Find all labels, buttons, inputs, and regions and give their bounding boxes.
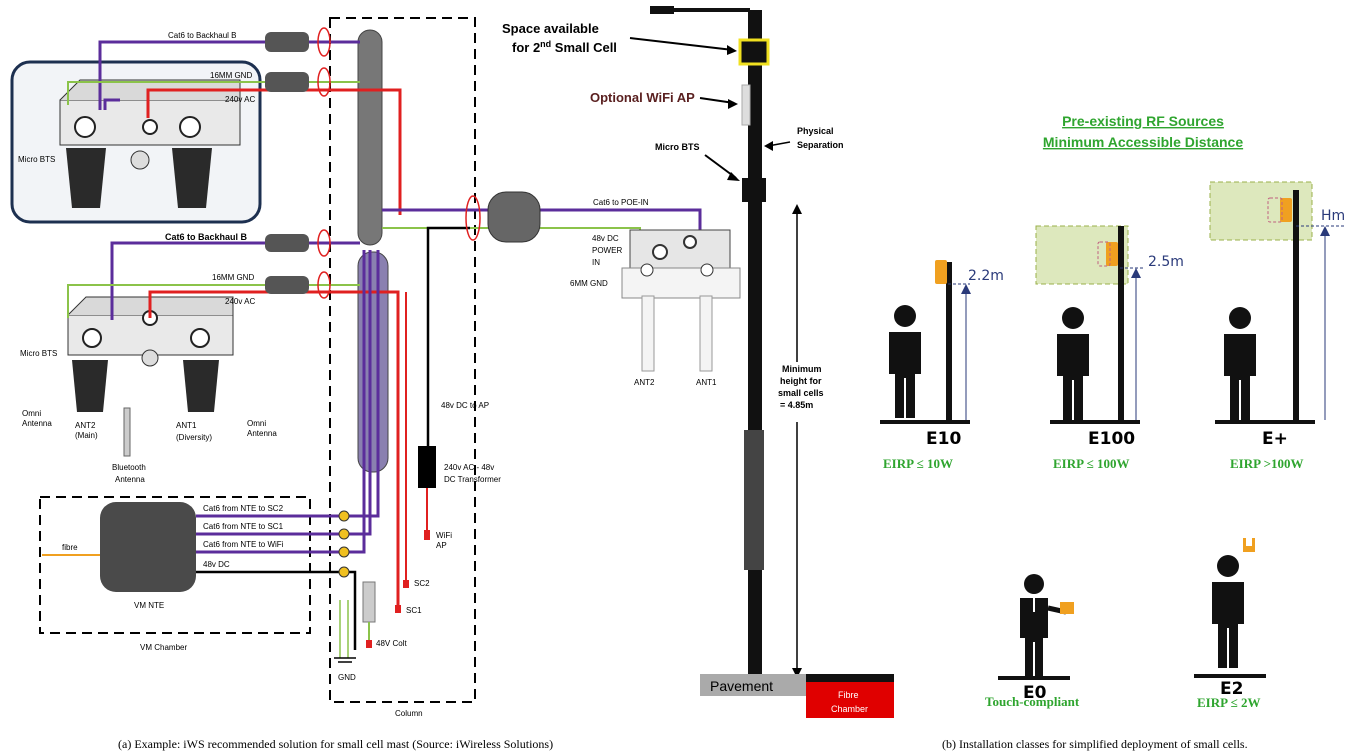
mast-bts-box [742,178,766,202]
physical-1: Physical [797,126,834,136]
cable-gnd-bottom [67,284,360,318]
vm-chamber-label: VM Chamber [140,643,187,652]
gland-2 [265,72,309,92]
transformer-label-1: 240v AC - 48v [444,463,494,472]
class-e0 [998,574,1074,680]
cable-gnd-top [67,81,360,105]
cable-label-1: Cat6 to Backhaul B [168,31,236,40]
ant2-main-label-1: ANT2 [75,421,96,430]
e10-name: E10 [926,429,961,449]
space-available-2: for 2nd Small Cell [512,39,617,55]
vm-nte-box [100,502,196,592]
dc-power-1: 48v DC [592,234,619,243]
pavement-label: Pavement [710,678,773,694]
cable-label-3: 240v AC [225,95,255,104]
e10-height: 2.2m [968,268,1004,284]
e100-name: E100 [1088,429,1135,449]
vm-nte-label: VM NTE [134,601,164,610]
caption-right: (b) Installation classes for simplified … [942,737,1248,751]
fibre-label: fibre [62,543,78,552]
min-height-2: height for [780,376,822,386]
ap-ant1-label: ANT1 [696,378,717,387]
colt-label: 48V Colt [376,639,407,648]
min-height-1: Minimum [782,364,822,374]
dc-power-2: POWER [592,246,622,255]
eplus-eirp: EIRP >100W [1230,456,1304,471]
eplus-height: Hm [1321,208,1345,224]
micro-bts-top-label: Micro BTS [18,155,55,164]
cable-poe-label: Cat6 to POE-IN [593,198,649,207]
e2-name: E2 [1220,679,1243,699]
conduit-upper [357,29,383,246]
mast [650,6,770,678]
gnd-label: GND [338,673,356,682]
cable-label-5: 16MM GND [212,273,254,282]
fibre-chamber-2: Chamber [831,704,868,714]
e10-eirp: EIRP ≤ 10W [883,456,953,471]
cable-label-4: Cat6 to Backhaul B [165,232,248,242]
rf-title-1: Pre-existing RF Sources [1062,113,1224,129]
class-e10 [880,260,971,424]
optional-wifi-label: Optional WiFi AP [590,90,695,105]
ant2-main-label-2: (Main) [75,431,98,440]
space-available-1: Space available [502,21,599,36]
micro-bts-top-unit [59,79,241,208]
vm-chamber-box [39,496,311,634]
cable-label-2: 16MM GND [210,71,252,80]
ant1-div-label-1: ANT1 [176,421,197,430]
sc1-label: SC1 [406,606,422,615]
gland-ap [487,191,541,243]
rf-title-2: Minimum Accessible Distance [1043,134,1243,150]
min-height-4: = 4.85m [780,400,813,410]
dc-ap-label: 48v DC to AP [441,401,489,410]
dc-power-3: IN [592,258,600,267]
class-e100 [1035,225,1145,424]
nte-sc1-label: Cat6 from NTE to SC1 [203,522,284,531]
wifi-ap-device [621,229,741,372]
wifi-ap-label-1: WiFi [436,531,452,540]
nte-sc2-label: Cat6 from NTE to SC2 [203,504,284,513]
omni-left-label-1: Omni [22,409,41,418]
class-e2 [1194,538,1266,678]
eplus-name: E+ [1262,429,1288,449]
micro-bts-bottom-label: Micro BTS [20,349,57,358]
column-box [329,17,476,703]
colt-unit [362,581,376,623]
e100-height: 2.5m [1148,254,1184,270]
micro-bts-bottom-unit [67,296,234,457]
caption-left: (a) Example: iWS recommended solution fo… [118,737,553,751]
omni-left-label-2: Antenna [22,419,52,428]
omni-right-label-2: Antenna [247,429,277,438]
min-height-3: small cells [778,388,824,398]
class-eplus [1209,181,1345,424]
bluetooth-label-2: Antenna [115,475,145,484]
gnd6-label: 6MM GND [570,279,608,288]
fibre-chamber-1: Fibre [838,690,859,700]
e100-eirp: EIRP ≤ 100W [1053,456,1129,471]
column-label: Column [395,709,423,718]
e0-eirp: Touch-compliant [985,694,1080,709]
mast-micro-bts-label: Micro BTS [655,142,700,152]
transformer [418,446,436,488]
sc2-label: SC2 [414,579,430,588]
bluetooth-label-1: Bluetooth [112,463,146,472]
omni-right-label-1: Omni [247,419,266,428]
dc48-label: 48v DC [203,560,230,569]
e0-name: E0 [1023,683,1047,703]
ant1-div-label-2: (Diversity) [176,433,212,442]
second-cell-box [738,38,770,66]
cable-label-6: 240v AC [225,297,255,306]
pavement [700,674,810,696]
physical-2: Separation [797,140,844,150]
cable-dc-ap [426,226,470,450]
e2-eirp: EIRP ≤ 2W [1197,695,1260,710]
wifi-ap-label-2: AP [436,541,447,550]
gland-1 [265,32,309,52]
nte-wifi-label: Cat6 from NTE to WiFi [203,540,284,549]
transformer-label-2: DC Transformer [444,475,501,484]
wifi-ap-box [741,84,751,126]
ap-ant2-label: ANT2 [634,378,655,387]
